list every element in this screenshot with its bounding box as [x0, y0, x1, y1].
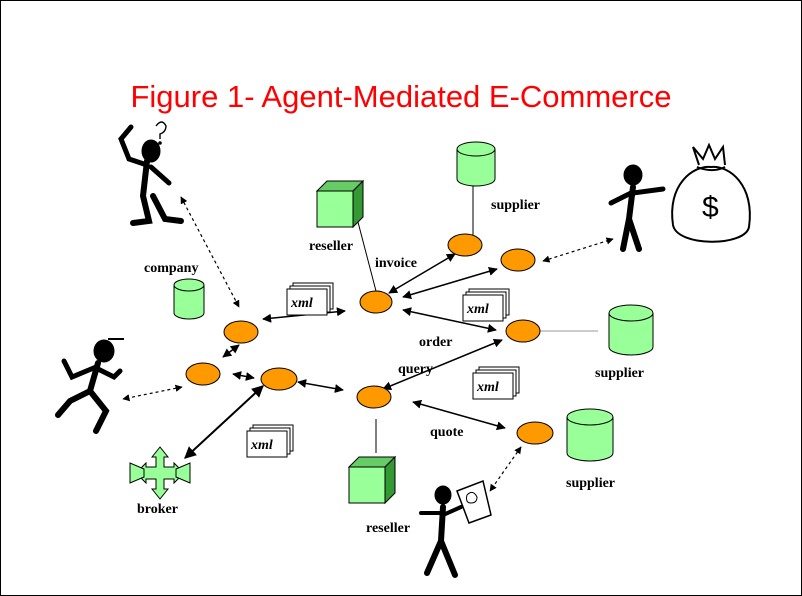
label-order: order	[419, 335, 452, 350]
agent-node[interactable]	[516, 421, 554, 445]
dotted-arrow-money-person	[542, 237, 614, 263]
reseller-cube-icon	[347, 455, 397, 505]
xml-document-icon: xml	[246, 424, 294, 458]
database-cylinder-icon	[566, 408, 614, 462]
agent-node[interactable]	[447, 233, 483, 257]
arrow-agent-pair	[222, 344, 240, 358]
person-with-money-bag-icon: $	[608, 142, 751, 252]
label-query: query	[398, 362, 433, 377]
label-supplier-bottom: supplier	[566, 476, 615, 491]
figure-title: Figure 1- Agent-Mediated E-Commerce	[130, 79, 672, 114]
dotted-arrow-map-person	[489, 446, 522, 492]
label-quote: quote	[430, 425, 463, 440]
agent-node[interactable]	[356, 385, 392, 409]
agent-node[interactable]	[500, 248, 536, 272]
xml-label: xml	[466, 302, 489, 317]
arrow-quote	[412, 399, 506, 431]
xml-document-icon: xml	[286, 282, 334, 316]
arrow-hub-supplier	[402, 266, 498, 300]
agents	[185, 233, 554, 445]
label-reseller-bottom: reseller	[366, 521, 410, 536]
agent-node[interactable]	[185, 362, 221, 386]
xml-label: xml	[250, 438, 273, 453]
xml-document-icon: xml	[462, 288, 510, 322]
agent-node[interactable]	[505, 319, 541, 343]
labels: company reseller supplier invoice order …	[137, 198, 644, 536]
reseller-cube-icon	[315, 179, 365, 229]
agent-node[interactable]	[260, 367, 298, 391]
arrow-query	[382, 338, 503, 391]
database-cylinder-icon	[608, 304, 654, 356]
running-person-icon	[55, 338, 124, 434]
label-invoice: invoice	[375, 256, 417, 271]
database-cylinder-icon	[173, 278, 205, 320]
agent-node[interactable]	[359, 290, 393, 314]
svg-text:$: $	[702, 191, 719, 224]
person-with-map-icon	[419, 479, 492, 578]
arrow-agent-chain	[232, 371, 255, 381]
xml-label: xml	[290, 296, 313, 311]
label-supplier-top: supplier	[491, 198, 540, 213]
dotted-arrow-running-person	[122, 384, 183, 402]
xml-label: xml	[476, 380, 499, 395]
thinking-person-icon	[118, 121, 184, 226]
arrow-order	[402, 307, 497, 333]
label-reseller-top: reseller	[309, 239, 353, 254]
connectors	[122, 184, 614, 492]
label-broker: broker	[137, 502, 178, 517]
xml-document-icon: xml	[472, 366, 520, 400]
dotted-arrow-company	[180, 196, 240, 308]
arrow-broker	[184, 385, 264, 459]
label-company: company	[144, 261, 198, 276]
label-supplier-right: supplier	[595, 366, 644, 381]
agent-node[interactable]	[223, 320, 259, 344]
database-cylinder-icon	[456, 141, 496, 187]
broker-cross-icon	[129, 446, 191, 500]
arrow-to-query-agent	[297, 378, 344, 394]
